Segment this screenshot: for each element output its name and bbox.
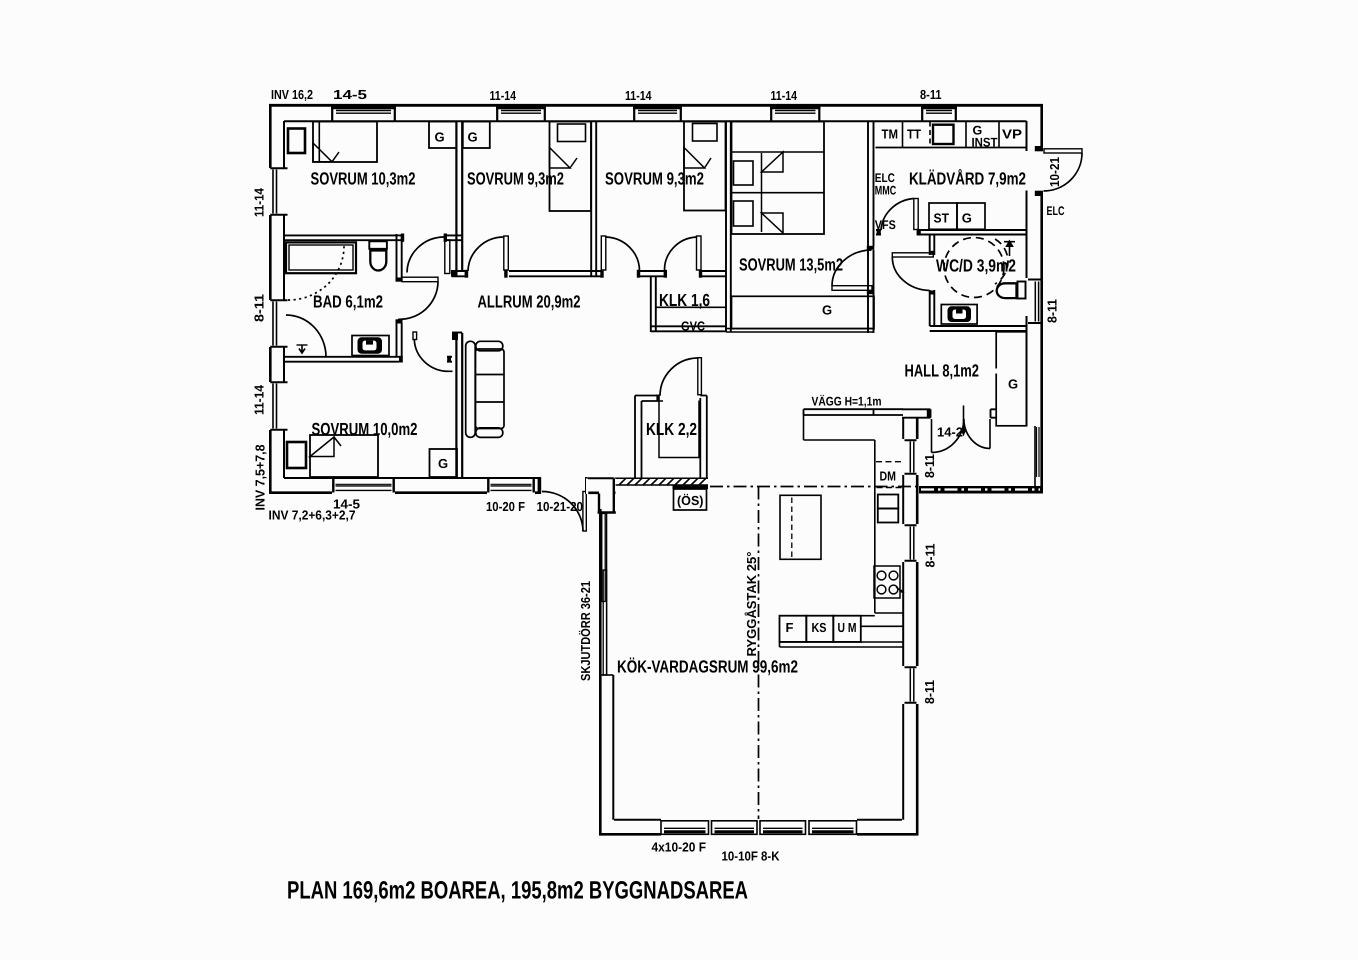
svg-text:G: G	[1008, 377, 1018, 392]
svg-text:INST: INST	[972, 136, 998, 150]
svg-text:WC/D 3,9m2: WC/D 3,9m2	[936, 255, 1016, 275]
svg-text:GVC: GVC	[681, 318, 706, 333]
svg-text:SOVRUM 13,5m2: SOVRUM 13,5m2	[739, 254, 843, 274]
svg-text:8-11: 8-11	[920, 87, 942, 102]
svg-text:SOVRUM 9,3m2: SOVRUM 9,3m2	[467, 168, 564, 188]
svg-text:ALLRUM 20,9m2: ALLRUM 20,9m2	[478, 292, 581, 312]
svg-text:11-14: 11-14	[252, 187, 267, 217]
svg-text:TM: TM	[882, 126, 899, 141]
svg-text:VÄGG H=1,1m: VÄGG H=1,1m	[812, 394, 882, 408]
svg-text:8-11: 8-11	[923, 544, 938, 568]
svg-text:VFS: VFS	[875, 218, 896, 232]
svg-text:U M: U M	[838, 620, 857, 635]
svg-text:SOVRUM 9,3m2: SOVRUM 9,3m2	[605, 168, 704, 188]
svg-text:INV 7,2+6,3+2,7: INV 7,2+6,3+2,7	[269, 508, 356, 523]
svg-text:11-14: 11-14	[252, 384, 267, 415]
svg-text:MMC: MMC	[875, 183, 897, 197]
svg-text:KLÄDVÅRD 7,9m2: KLÄDVÅRD 7,9m2	[909, 168, 1026, 188]
svg-text:G: G	[962, 210, 972, 225]
svg-text:G: G	[822, 303, 832, 318]
svg-text:F: F	[786, 620, 794, 635]
svg-text:HALL 8,1m2: HALL 8,1m2	[905, 360, 980, 380]
svg-text:8-11: 8-11	[1045, 299, 1060, 323]
svg-text:SOVRUM 10,0m2: SOVRUM 10,0m2	[312, 419, 418, 439]
svg-text:G: G	[438, 456, 448, 471]
svg-text:10-21: 10-21	[1047, 157, 1062, 187]
svg-text:ELC: ELC	[1047, 204, 1065, 218]
svg-text:8-11: 8-11	[922, 454, 937, 478]
svg-text:11-14: 11-14	[771, 88, 798, 103]
svg-text:(ÖS): (ÖS)	[677, 493, 704, 508]
svg-text:G: G	[468, 130, 478, 145]
svg-text:DM: DM	[880, 469, 897, 484]
svg-text:KS: KS	[812, 620, 827, 635]
svg-text:VP: VP	[1002, 126, 1022, 141]
svg-text:10-21-20: 10-21-20	[537, 499, 584, 514]
svg-text:KLK 1,6: KLK 1,6	[659, 290, 710, 310]
svg-text:14-2: 14-2	[937, 425, 963, 440]
svg-text:INV 7,5+7,8: INV 7,5+7,8	[253, 445, 268, 511]
svg-text:14-5: 14-5	[333, 87, 367, 102]
svg-text:TT: TT	[907, 126, 921, 141]
svg-text:10-20 F: 10-20 F	[486, 499, 525, 514]
svg-text:KÖK-VARDAGSRUM 99,6m2: KÖK-VARDAGSRUM 99,6m2	[617, 657, 798, 677]
svg-text:14-5: 14-5	[333, 496, 360, 511]
svg-text:SKJUTDÖRR 36-21: SKJUTDÖRR 36-21	[578, 581, 593, 681]
svg-text:INV 16,2: INV 16,2	[271, 87, 313, 102]
svg-text:RYGGÅSTAK 25°: RYGGÅSTAK 25°	[744, 552, 759, 657]
svg-text:10-10F 8-K: 10-10F 8-K	[722, 848, 781, 863]
svg-text:8-11: 8-11	[252, 294, 267, 322]
svg-text:PLAN 169,6m2 BOAREA, 195,8m2 B: PLAN 169,6m2 BOAREA, 195,8m2 BYGGNADSARE…	[287, 877, 748, 905]
svg-text:ST: ST	[934, 210, 950, 225]
svg-text:KLK 2,2: KLK 2,2	[646, 419, 697, 439]
svg-text:G: G	[973, 124, 983, 138]
svg-text:SOVRUM 10,3m2: SOVRUM 10,3m2	[311, 168, 416, 188]
svg-text:BAD 6,1m2: BAD 6,1m2	[313, 292, 383, 312]
svg-text:11-14: 11-14	[625, 88, 652, 103]
svg-text:8-11: 8-11	[922, 680, 937, 704]
svg-text:4x10-20 F: 4x10-20 F	[652, 839, 707, 854]
svg-text:11-14: 11-14	[490, 88, 517, 103]
svg-text:G: G	[435, 130, 445, 145]
svg-text:ELC: ELC	[875, 171, 895, 185]
